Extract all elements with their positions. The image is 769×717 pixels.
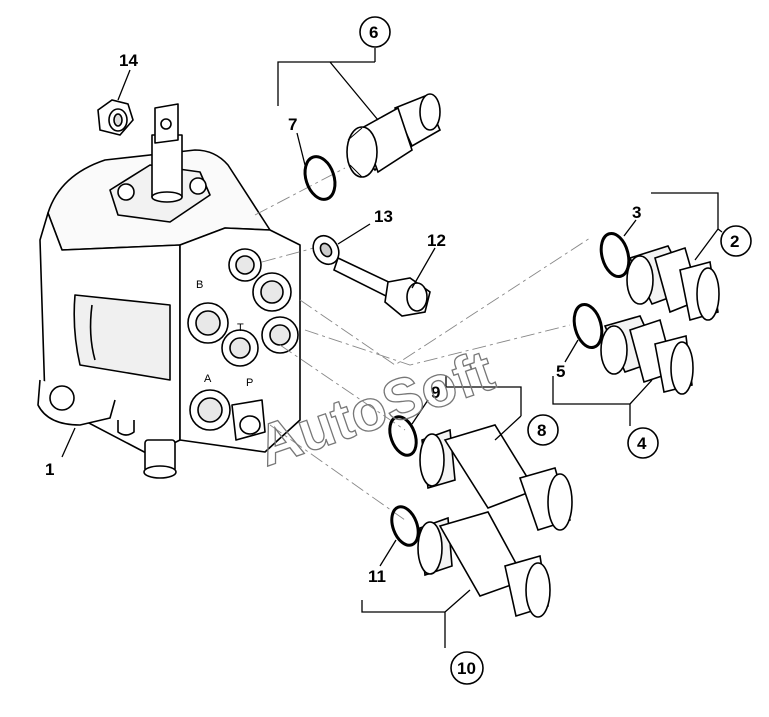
part-3-o-ring [599, 231, 631, 279]
part-10-adapter [417, 511, 551, 618]
callout-6: 6 [369, 23, 378, 42]
part-8-adapter [419, 424, 573, 531]
callout-11: 11 [368, 567, 386, 586]
callout-2: 2 [730, 232, 739, 251]
callout-circle-2 [720, 225, 752, 257]
callout-circles [359, 16, 752, 685]
part-4-fitting [600, 315, 694, 395]
callout-9: 9 [431, 383, 440, 402]
part-9-o-ring [388, 415, 418, 457]
part-2-fitting [626, 245, 720, 322]
port-label-b: B [196, 279, 203, 291]
callout-14: 14 [119, 51, 138, 70]
port-label-p: P [246, 377, 253, 389]
callout-12: 12 [427, 231, 446, 250]
part-5-o-ring [572, 302, 604, 350]
callout-1: 1 [45, 460, 54, 479]
port-label-a: A [204, 373, 212, 385]
part-7-o-ring [303, 155, 337, 201]
callout-circle-8 [527, 414, 559, 446]
part-11-o-ring [390, 505, 420, 547]
callout-5: 5 [556, 362, 565, 381]
part-6-adapter [346, 93, 442, 178]
callout-circle-4 [627, 427, 659, 459]
valve-body [37, 103, 301, 479]
callout-3: 3 [632, 203, 641, 222]
port-label-t: T [237, 322, 244, 334]
callout-circle-10 [450, 651, 484, 685]
callout-13: 13 [374, 207, 393, 226]
part-13-washer [312, 234, 340, 266]
callout-leaders [61, 48, 723, 648]
callout-4: 4 [637, 434, 647, 453]
callout-7: 7 [288, 115, 297, 134]
callout-8: 8 [537, 421, 546, 440]
assembly-leaders [254, 167, 591, 521]
callout-circle-6 [359, 16, 391, 48]
callout-10: 10 [457, 659, 476, 678]
part-14-nut [97, 99, 134, 136]
part-12-bolt [333, 256, 431, 317]
